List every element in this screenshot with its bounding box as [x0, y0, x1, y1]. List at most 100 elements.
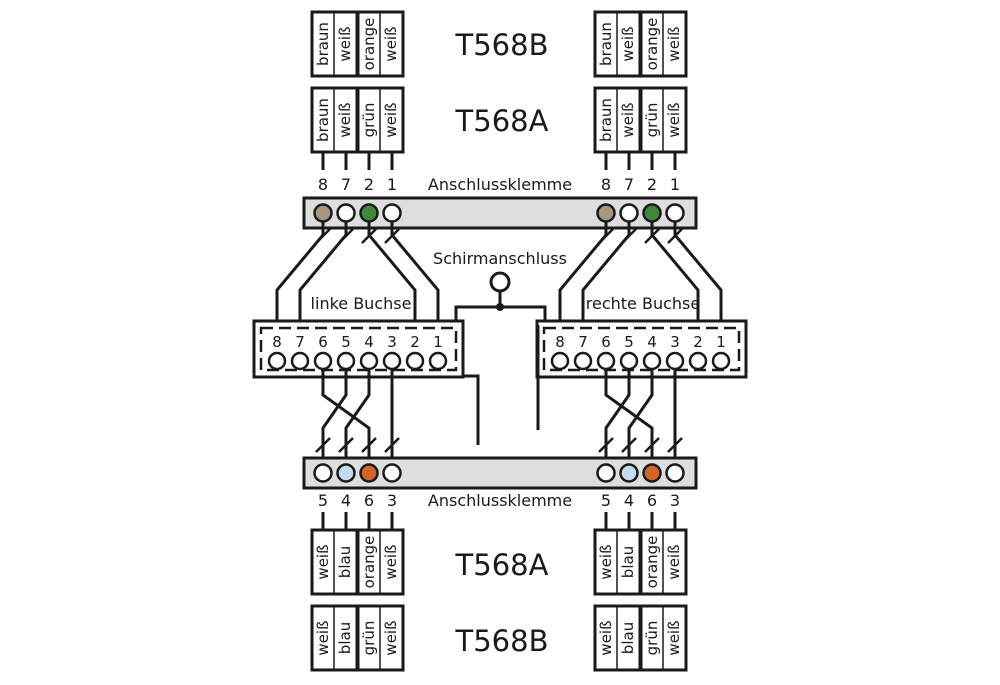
terminal-screw: [313, 463, 333, 483]
standard-title-top-a: T568A: [455, 104, 549, 138]
bottom-box-leads: [321, 512, 677, 530]
color-label: braun: [597, 98, 615, 142]
terminal-number: 8: [318, 175, 328, 194]
bottom-t568a-boxes: weiß blau orange weiß weiß blau orange w…: [310, 528, 688, 596]
socket-pin-number: 8: [272, 333, 282, 351]
top-t568b-boxes: braun weiß orange weiß braun weiß orange…: [310, 10, 688, 78]
color-label: grün: [360, 103, 378, 138]
top-t568a-boxes: braun weiß grün weiß braun weiß grün wei…: [310, 86, 688, 154]
socket-to-bottom-wires: [321, 369, 677, 470]
color-label: blau: [336, 622, 354, 654]
shield-wires: [452, 291, 547, 445]
terminal-screw: [665, 203, 685, 223]
terminal-number: 5: [318, 491, 328, 510]
color-label: braun: [597, 22, 615, 66]
terminal-screw: [382, 463, 402, 483]
left-socket: 8 7 6 5 4 3 2 1: [252, 319, 465, 379]
terminal-screw: [382, 203, 402, 223]
shield-terminal: [489, 271, 511, 293]
socket-pin-number: 4: [647, 333, 657, 351]
color-label: orange: [643, 536, 661, 589]
right-socket: 8 7 6 5 4 3 2 1: [535, 319, 748, 379]
shield-label: Schirmanschluss: [433, 249, 567, 268]
color-label: weiß: [382, 102, 400, 137]
color-label: orange: [360, 536, 378, 589]
socket-pin-number: 1: [716, 333, 726, 351]
color-label: weiß: [382, 620, 400, 655]
terminal-number: 3: [670, 491, 680, 510]
color-label: weiß: [619, 102, 637, 137]
standard-title-bottom-b: T568B: [455, 624, 549, 658]
socket-pin-number: 3: [670, 333, 680, 351]
socket-pin-number: 5: [624, 333, 634, 351]
terminal-number: 2: [364, 175, 374, 194]
socket-pin-number: 7: [295, 333, 305, 351]
terminal-number: 1: [670, 175, 680, 194]
terminal-number: 3: [387, 491, 397, 510]
socket-pin-number: 7: [578, 333, 588, 351]
socket-pin-number: 4: [364, 333, 374, 351]
right-socket-contacts: [550, 351, 731, 371]
left-socket-pins: 8 7 6 5 4 3 2 1: [272, 333, 443, 351]
top-to-socket-wires: [275, 221, 723, 345]
color-label: orange: [643, 18, 661, 71]
terminal-number: 7: [624, 175, 634, 194]
color-label: weiß: [382, 544, 400, 579]
terminal-number: 4: [624, 491, 634, 510]
socket-pin-number: 6: [318, 333, 328, 351]
color-label: weiß: [665, 620, 683, 655]
terminal-number: 8: [601, 175, 611, 194]
terminal-label-bottom: Anschlussklemme: [428, 491, 572, 510]
color-label: orange: [360, 18, 378, 71]
color-label: weiß: [665, 102, 683, 137]
color-label: weiß: [597, 544, 615, 579]
terminal-screw: [359, 203, 379, 223]
socket-pin-number: 2: [693, 333, 703, 351]
bottom-wire-ticks: [315, 437, 683, 453]
terminal-screw: [336, 203, 356, 223]
socket-pin-number: 1: [433, 333, 443, 351]
color-label: braun: [314, 98, 332, 142]
color-label: blau: [619, 546, 637, 578]
left-socket-label: linke Buchse: [311, 294, 412, 313]
terminal-screw: [642, 463, 662, 483]
top-terminal-screws: [313, 203, 685, 223]
terminal-number: 6: [647, 491, 657, 510]
bottom-t568b-boxes: weiß blau grün weiß weiß blau grün weiß: [310, 604, 688, 672]
bottom-terminal-numbers: 5 4 6 3 5 4 6 3: [318, 491, 680, 510]
color-label: blau: [336, 546, 354, 578]
color-label: grün: [360, 621, 378, 656]
color-label: weiß: [336, 26, 354, 61]
color-label: grün: [643, 103, 661, 138]
terminal-screw: [596, 463, 616, 483]
terminal-number: 7: [341, 175, 351, 194]
standard-title-top-b: T568B: [455, 28, 549, 62]
terminal-number: 4: [341, 491, 351, 510]
terminal-number: 6: [364, 491, 374, 510]
top-wire-ticks: [315, 228, 683, 244]
socket-pin-number: 5: [341, 333, 351, 351]
terminal-screw: [642, 203, 662, 223]
color-label: weiß: [619, 26, 637, 61]
standard-title-bottom-a: T568A: [455, 548, 549, 582]
right-socket-pins: 8 7 6 5 4 3 2 1: [555, 333, 726, 351]
top-box-leads: [321, 152, 677, 170]
shield-junction: [496, 303, 504, 311]
left-socket-contacts: [267, 351, 448, 371]
color-label: weiß: [382, 26, 400, 61]
socket-pin-number: 3: [387, 333, 397, 351]
terminal-label-top: Anschlussklemme: [428, 175, 572, 194]
terminal-number: 2: [647, 175, 657, 194]
socket-pin-number: 6: [601, 333, 611, 351]
bottom-terminal-screws: [313, 463, 685, 483]
color-label: weiß: [597, 620, 615, 655]
terminal-number: 1: [387, 175, 397, 194]
terminal-screw: [619, 203, 639, 223]
color-label: weiß: [336, 102, 354, 137]
color-label: weiß: [665, 26, 683, 61]
terminal-screw: [619, 463, 639, 483]
terminal-screw: [313, 203, 333, 223]
color-label: weiß: [665, 544, 683, 579]
